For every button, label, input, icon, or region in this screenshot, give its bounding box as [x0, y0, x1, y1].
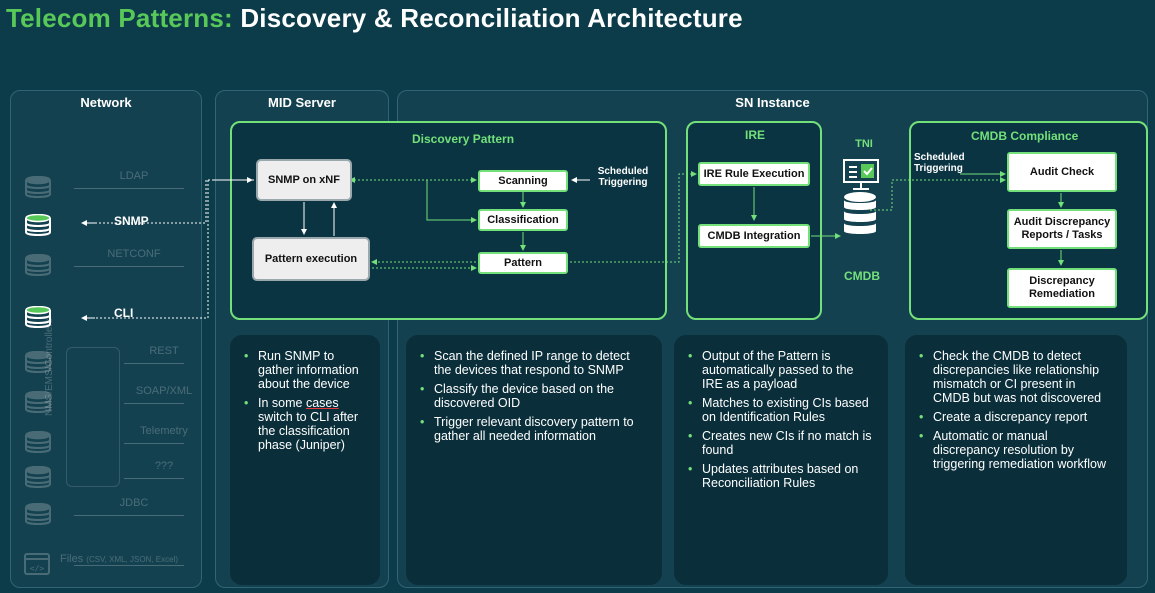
discovery-bullet-3: Trigger relevant discovery pattern to ga… — [420, 415, 650, 443]
network-item-soap-xml[interactable]: SOAP/XML — [14, 385, 204, 425]
network-item-label: SNMP — [114, 214, 149, 228]
compliance-bullets: Check the CMDB to detect discrepancies l… — [905, 335, 1127, 585]
discovery-bullet-1: Scan the defined IP range to detect the … — [420, 349, 650, 377]
discrepancy-remediation-node[interactable]: Discrepancy Remediation — [1007, 268, 1117, 308]
mid-bullet-1: Run SNMP to gather information about the… — [244, 349, 368, 391]
title-rest: Discovery & Reconciliation Architecture — [240, 3, 743, 33]
network-arrow — [124, 363, 184, 364]
network-item-label: NETCONF — [107, 248, 161, 260]
mid-bullet-2-underlined: cases — [305, 396, 339, 410]
scanning-to-classification-branch — [426, 180, 477, 223]
cmdb-label: CMDB — [844, 269, 880, 283]
compliance-bullet-3: Automatic or manual discrepancy resoluti… — [919, 429, 1115, 471]
classification-node[interactable]: Classification — [478, 209, 568, 231]
network-item-label: ??? — [154, 460, 174, 472]
mid-bullet-2: In some cases switch to CLI after the cl… — [244, 396, 368, 452]
mid-server-panel: MID Server — [215, 90, 389, 588]
network-item--[interactable]: ??? — [14, 460, 204, 500]
database-icon — [24, 213, 52, 241]
network-panel: Network — [10, 90, 202, 588]
network-item-label: REST — [149, 345, 179, 357]
page-title: Telecom Patterns: Discovery & Reconcilia… — [6, 3, 743, 41]
code-file-icon: </> — [24, 553, 50, 580]
compliance-bullet-list: Check the CMDB to detect discrepancies l… — [919, 349, 1115, 471]
ire-title: IRE — [745, 128, 766, 142]
discovery-bullets: Scan the defined IP range to detect the … — [406, 335, 662, 585]
discovery-bullet-list: Scan the defined IP range to detect the … — [420, 349, 650, 443]
monitor-check-icon — [841, 158, 881, 192]
ire-bullet-2: Matches to existing CIs based on Identif… — [688, 396, 876, 424]
ire-bullet-1: Output of the Pattern is automatically p… — [688, 349, 876, 391]
network-item-ldap[interactable]: LDAP — [14, 170, 204, 210]
compliance-bullet-2: Create a discrepancy report — [919, 410, 1115, 424]
network-arrow — [74, 266, 184, 267]
cmdb-database-icon — [842, 190, 878, 240]
network-panel-title: Network — [80, 95, 132, 110]
network-item-label: JDBC — [119, 497, 149, 509]
discovery-bullet-2: Classify the device based on the discove… — [420, 382, 650, 410]
database-icon — [24, 430, 52, 458]
cli-to-network-line — [81, 180, 209, 321]
database-icon — [24, 253, 52, 281]
scanning-node[interactable]: Scanning — [478, 170, 568, 192]
database-icon — [24, 175, 52, 203]
tni-label: TNI — [855, 138, 873, 150]
database-icon — [24, 465, 52, 493]
network-item-netconf[interactable]: NETCONF — [14, 248, 204, 288]
network-item-files[interactable]: </> Files (CSV, XML, JSON, Excel) — [14, 547, 204, 587]
discovery-scheduled-label: Scheduled Triggering — [597, 166, 649, 188]
ire-bullet-3: Creates new CIs if no match is found — [688, 429, 876, 457]
network-item-label: LDAP — [119, 170, 149, 182]
compliance-scheduled-label: Scheduled Triggering — [914, 152, 965, 174]
mid-server-panel-title: MID Server — [268, 95, 336, 110]
database-icon — [24, 390, 52, 418]
svg-text:</>: </> — [30, 564, 45, 573]
network-item-sublabel: (CSV, XML, JSON, Excel) — [86, 555, 179, 564]
network-item-rest[interactable]: REST — [14, 345, 204, 385]
network-item-label: Telemetry — [140, 425, 188, 437]
cmdb-integration-node[interactable]: CMDB Integration — [698, 224, 810, 248]
discovery-pattern-title: Discovery Pattern — [412, 132, 515, 146]
network-item-cli[interactable]: CLI — [14, 300, 204, 340]
pattern-execution-node[interactable]: Pattern execution — [252, 237, 370, 281]
sn-instance-panel-title: SN Instance — [735, 95, 810, 110]
database-icon — [24, 502, 52, 530]
sn-instance-panel: SN Instance — [397, 90, 1148, 588]
mid-bullet-2-post: switch to CLI after the classification p… — [258, 410, 359, 452]
network-item-label: Files (CSV, XML, JSON, Excel) — [60, 553, 179, 565]
ire-bullet-list: Output of the Pattern is automatically p… — [688, 349, 876, 490]
ire-bullets: Output of the Pattern is automatically p… — [674, 335, 888, 585]
ire-rule-execution-node[interactable]: IRE Rule Execution — [698, 162, 810, 186]
network-arrow — [124, 403, 184, 404]
mid-bullet-2-pre: In some — [258, 396, 306, 410]
cmdb-to-compliance-line — [870, 177, 1006, 211]
network-item-label: CLI — [114, 306, 134, 320]
snmp-on-xnf-node[interactable]: SNMP on xNF — [256, 159, 352, 201]
network-arrow — [74, 565, 184, 566]
network-item-snmp[interactable]: SNMP — [14, 208, 204, 248]
network-bracket — [66, 347, 120, 487]
network-arrow — [74, 188, 184, 189]
database-icon — [24, 350, 52, 378]
pattern-to-ire-line — [570, 171, 697, 263]
network-arrow — [124, 443, 184, 444]
ire-bullet-4: Updates attributes based on Reconciliati… — [688, 462, 876, 490]
snmp-to-network-line — [81, 177, 254, 226]
compliance-bullet-1: Check the CMDB to detect discrepancies l… — [919, 349, 1115, 405]
database-icon — [24, 305, 52, 333]
pattern-node[interactable]: Pattern — [478, 252, 568, 274]
title-accent: Telecom Patterns: — [6, 3, 233, 33]
audit-check-node[interactable]: Audit Check — [1007, 152, 1117, 192]
network-arrow — [124, 478, 184, 479]
compliance-title: CMDB Compliance — [971, 129, 1079, 143]
audit-discrepancy-reports-node[interactable]: Audit Discrepancy Reports / Tasks — [1007, 209, 1117, 249]
network-item-jdbc[interactable]: JDBC — [14, 497, 204, 537]
network-arrow — [74, 515, 184, 516]
mid-server-bullets: Run SNMP to gather information about the… — [230, 335, 380, 585]
network-item-label: SOAP/XML — [135, 385, 193, 397]
network-item-telemetry[interactable]: Telemetry — [14, 425, 204, 465]
